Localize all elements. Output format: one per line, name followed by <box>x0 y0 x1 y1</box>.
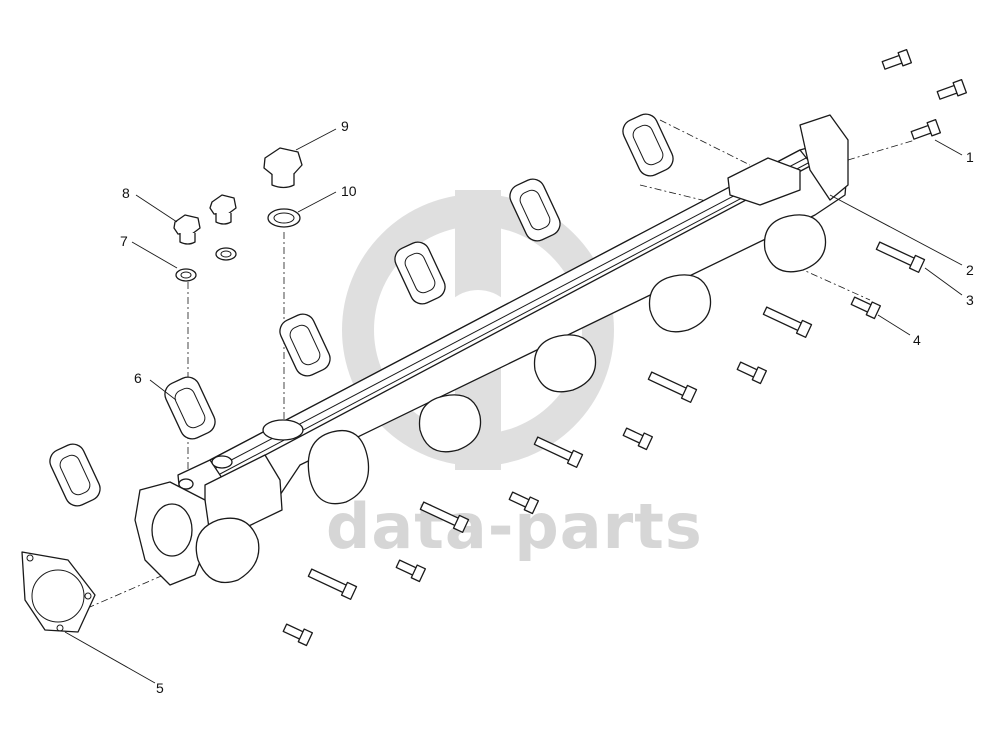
bolt-icon <box>307 568 358 600</box>
callout-6: 6 <box>134 370 142 386</box>
callout-3: 3 <box>966 292 974 308</box>
bolts <box>282 48 968 647</box>
gasket-icon <box>394 241 446 305</box>
bolt-icon <box>762 306 813 338</box>
gasket-icon <box>164 376 216 440</box>
gasket-icon <box>49 443 101 507</box>
bolt-icon <box>395 559 427 583</box>
bolt-icon <box>850 296 882 320</box>
callout-2: 2 <box>966 262 974 278</box>
bolt-icon <box>936 78 968 100</box>
callout-1: 1 <box>966 149 974 165</box>
seal-ring-icon <box>175 268 197 282</box>
callout-8: 8 <box>122 185 130 201</box>
gasket-icon <box>509 178 561 242</box>
leader-lines <box>64 128 963 684</box>
plugs-and-seals <box>173 147 303 282</box>
injector-gaskets <box>49 113 674 507</box>
callout-numbers: 1 2 3 4 5 6 7 8 9 10 <box>120 118 974 696</box>
fuel-rail <box>134 114 849 586</box>
bolt-icon <box>622 427 654 451</box>
seal-ring-icon <box>267 208 301 228</box>
bolt-icon <box>282 623 314 647</box>
flange-gasket <box>21 551 96 633</box>
bolt-icon <box>533 436 584 468</box>
gasket-icon <box>279 313 331 377</box>
callout-9: 9 <box>341 118 349 134</box>
bolt-icon <box>508 491 540 515</box>
plug-icon <box>209 194 237 225</box>
callout-4: 4 <box>913 332 921 348</box>
bolt-icon <box>910 118 942 140</box>
plug-icon <box>173 214 201 245</box>
callout-10: 10 <box>341 183 357 199</box>
bolt-icon <box>881 48 913 70</box>
callout-5: 5 <box>156 680 164 696</box>
bolt-icon <box>875 241 926 273</box>
bolt-icon <box>419 501 470 533</box>
bolt-icon <box>736 361 768 385</box>
seal-ring-icon <box>215 247 237 261</box>
callout-7: 7 <box>120 233 128 249</box>
bolt-icon <box>647 371 698 403</box>
gasket-icon <box>622 113 674 177</box>
plug-icon <box>263 147 303 189</box>
